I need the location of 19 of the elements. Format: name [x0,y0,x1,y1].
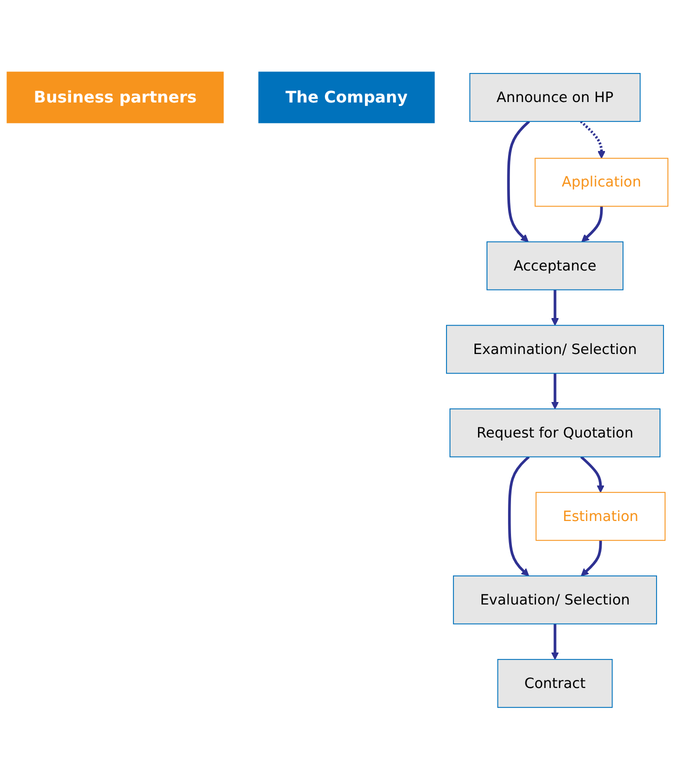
node-box: Estimation [536,492,666,542]
arrow [580,540,602,576]
arrow [551,624,559,660]
node-box: Acceptance [486,242,624,290]
arrow [581,206,603,242]
node-box: Examination/ Selection [446,325,664,374]
arrow [508,456,530,576]
node-box: Request for Quotation [450,408,660,458]
arrow [551,374,559,410]
arrow [580,456,604,493]
arrow [507,120,530,242]
node-box: Evaluation/ Selection [452,576,658,625]
node-box: Announce on HP [469,73,641,122]
node-box: Contract [497,659,613,708]
node-box: Business partners [6,72,224,124]
arrow [580,120,606,159]
node-box: Application [534,158,668,207]
arrow [551,290,559,326]
node-box: The Company [258,72,435,124]
